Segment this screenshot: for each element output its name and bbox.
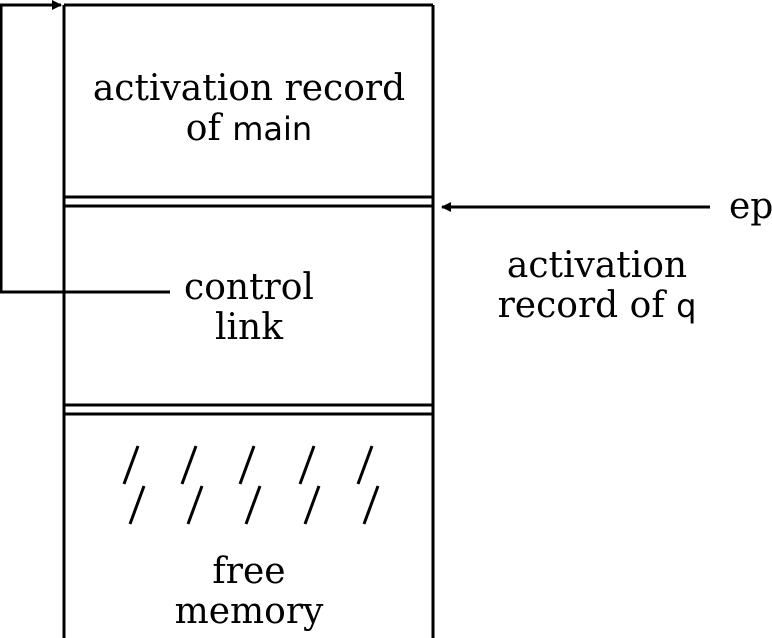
q-record-label: activation <box>507 245 687 286</box>
free-memory-label: free <box>212 551 285 592</box>
stack-frame <box>62 3 435 638</box>
control-link-label: control <box>184 267 314 308</box>
record-divider-upper <box>64 195 433 208</box>
control-link-label-line2: link <box>215 307 284 348</box>
record-divider-lower <box>64 403 433 416</box>
free-memory-label-line2: memory <box>175 591 324 632</box>
control-link-arrow <box>0 0 170 294</box>
ep-label: ep <box>729 186 772 227</box>
main-record-label: activation record <box>93 68 405 109</box>
free-memory-hatching <box>122 445 380 525</box>
main-record-label-line2: of main <box>186 108 312 149</box>
q-record-label-line2: record of q <box>498 285 697 326</box>
q-code-name: q <box>676 287 696 325</box>
main-code-name: main <box>232 110 312 148</box>
